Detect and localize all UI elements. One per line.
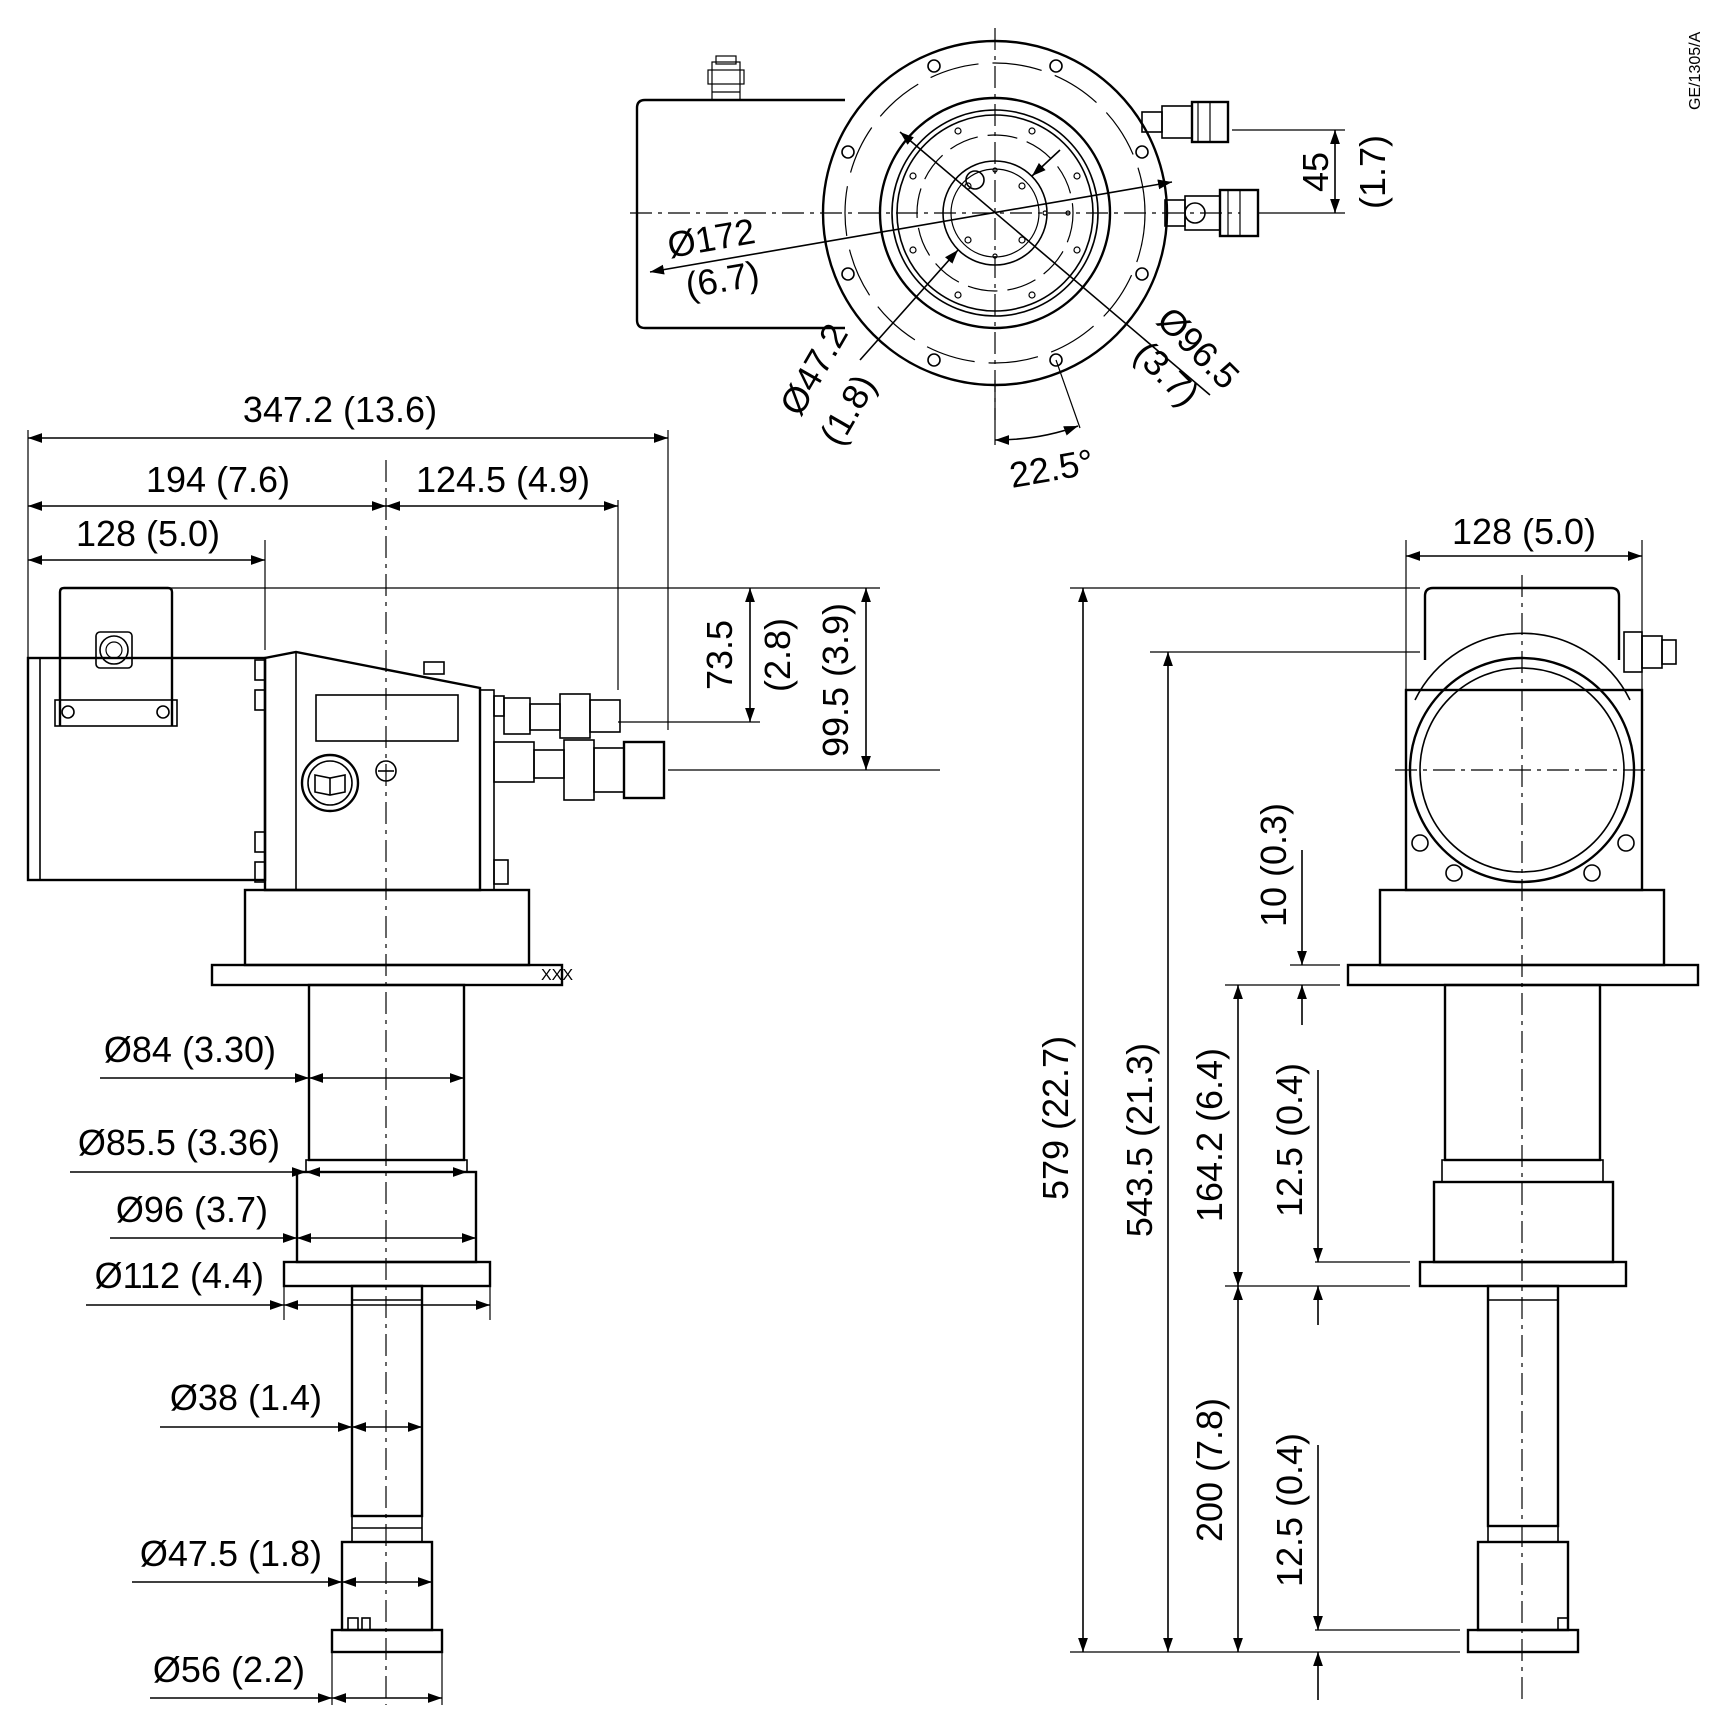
front-view: 128 (5.0) — [1035, 511, 1700, 1705]
dim-h-73: 73.5 — [699, 620, 740, 690]
side-view: 347.2 (13.6) 194 (7.6) 124.5 (4.9) 128 (… — [26, 389, 940, 1705]
dim-d47: Ø47.5 (1.8) — [140, 1533, 322, 1574]
dim-len-124: 124.5 (4.9) — [416, 459, 590, 500]
screw-plug-icon — [375, 760, 397, 782]
dim-h-99: 99.5 (3.9) — [815, 603, 856, 757]
dim-h543: 543.5 (21.3) — [1119, 1043, 1160, 1237]
drawing-id: GE/1305/A — [1687, 31, 1704, 110]
dim-len-128: 128 (5.0) — [76, 513, 220, 554]
dim-h200: 200 (7.8) — [1189, 1398, 1230, 1542]
connector-front — [1623, 631, 1677, 673]
dim-h12a: 12.5 (0.4) — [1269, 1063, 1310, 1217]
dim-h-73-in: (2.8) — [757, 618, 798, 692]
connector-upper-side — [503, 693, 621, 739]
cable-gland-top — [707, 55, 745, 101]
dim-width: 128 (5.0) — [1452, 511, 1596, 552]
dim-offset-in: (1.7) — [1352, 135, 1393, 209]
dim-d112: Ø112 (4.4) — [95, 1255, 264, 1296]
dim-d96: Ø96 (3.7) — [116, 1189, 268, 1230]
dim-h579: 579 (22.7) — [1035, 1036, 1076, 1200]
dim-len-194: 194 (7.6) — [146, 459, 290, 500]
connector-upper-right — [1141, 100, 1230, 144]
dim-total-length: 347.2 (13.6) — [243, 389, 437, 430]
dim-d85: Ø85.5 (3.36) — [78, 1122, 280, 1163]
dim-h164: 164.2 (6.4) — [1189, 1048, 1230, 1222]
connector-lower-right — [1164, 188, 1260, 238]
dim-angle: 22.5° — [1006, 441, 1096, 496]
electrical-connector-icon — [95, 631, 133, 669]
dim-h12b: 12.5 (0.4) — [1269, 1433, 1310, 1587]
dim-d56: Ø56 (2.2) — [153, 1649, 305, 1690]
top-view: 45 (1.7) Ø172 (6.7) Ø47.2 (1.8) Ø96.5 (3… — [630, 28, 1393, 496]
connector-lower-side — [493, 739, 666, 801]
marking: XXX — [541, 967, 573, 984]
dim-d84: Ø84 (3.30) — [104, 1029, 276, 1070]
dim-h10: 10 (0.3) — [1253, 803, 1294, 927]
manual-book-icon — [300, 753, 360, 813]
dim-offset: 45 — [1295, 152, 1336, 192]
dim-d38: Ø38 (1.4) — [170, 1377, 322, 1418]
